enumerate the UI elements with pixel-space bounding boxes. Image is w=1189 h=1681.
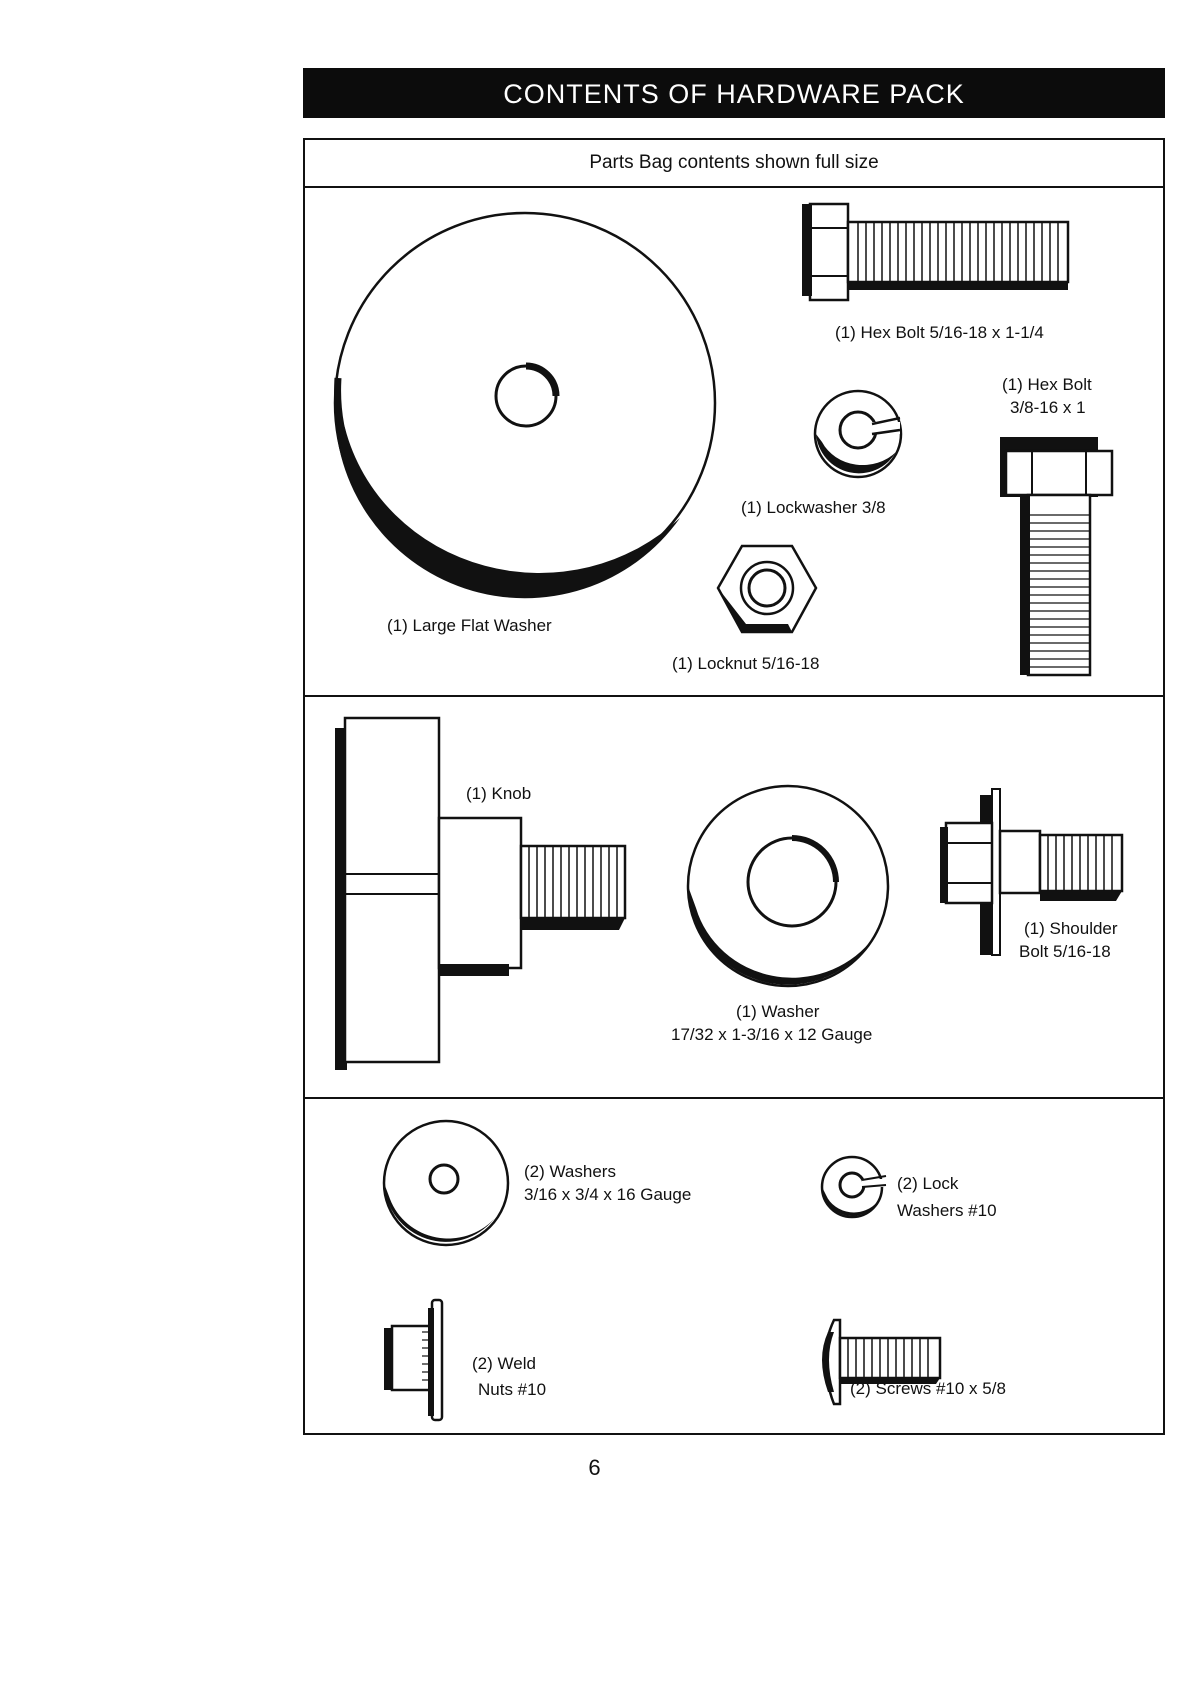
weld-nut-icon [384, 1298, 444, 1422]
hardware-frame: Parts Bag contents shown full size [303, 138, 1165, 1435]
washer-label-line1: (1) Washer [736, 1002, 820, 1021]
large-flat-washer-label: (1) Large Flat Washer [387, 616, 552, 635]
weld-nuts-label-line1: (2) Weld [472, 1354, 536, 1373]
hex-bolt-3-8-label-line2: 3/8-16 x 1 [1010, 398, 1086, 417]
small-washers-label-line2: 3/16 x 3/4 x 16 Gauge [524, 1185, 692, 1204]
page-number: 6 [588, 1455, 601, 1480]
washer-icon [686, 784, 890, 988]
lock-washer-icon [820, 1155, 887, 1219]
shoulder-bolt-icon [940, 788, 1124, 956]
washer-label-line2: 17/32 x 1-3/16 x 12 Gauge [671, 1025, 873, 1044]
shoulder-bolt-label-line2: Bolt 5/16-18 [1019, 942, 1111, 961]
screw-icon [822, 1318, 942, 1406]
locknut-label: (1) Locknut 5/16-18 [672, 654, 820, 673]
knob-icon [335, 716, 627, 1070]
section-divider [305, 1097, 1163, 1099]
shoulder-bolt-label-line1: (1) Shoulder [1024, 919, 1118, 938]
hex-bolt-icon [1000, 437, 1114, 677]
lockwasher-label: (1) Lockwasher 3/8 [741, 498, 886, 517]
lock-washers-label-line2: Washers #10 [897, 1201, 997, 1220]
hex-bolt-3-8-label-line1: (1) Hex Bolt [1002, 375, 1092, 394]
lockwasher-icon [813, 389, 903, 479]
small-washers-label-line1: (2) Washers [524, 1162, 616, 1181]
subtitle: Parts Bag contents shown full size [305, 140, 1163, 188]
hex-bolt-5-16-label: (1) Hex Bolt 5/16-18 x 1-1/4 [835, 323, 1044, 342]
hex-bolt-icon [802, 202, 1070, 302]
lock-washers-label-line1: (2) Lock [897, 1174, 959, 1193]
page-title: CONTENTS OF HARDWARE PACK [303, 68, 1165, 118]
screws-label: (2) Screws #10 x 5/8 [850, 1379, 1006, 1398]
weld-nuts-label-line2: Nuts #10 [478, 1380, 547, 1399]
locknut-icon [716, 544, 818, 634]
small-washer-icon [382, 1119, 510, 1247]
section-divider [305, 695, 1163, 697]
knob-label: (1) Knob [466, 784, 532, 803]
large-flat-washer-icon [333, 211, 717, 599]
